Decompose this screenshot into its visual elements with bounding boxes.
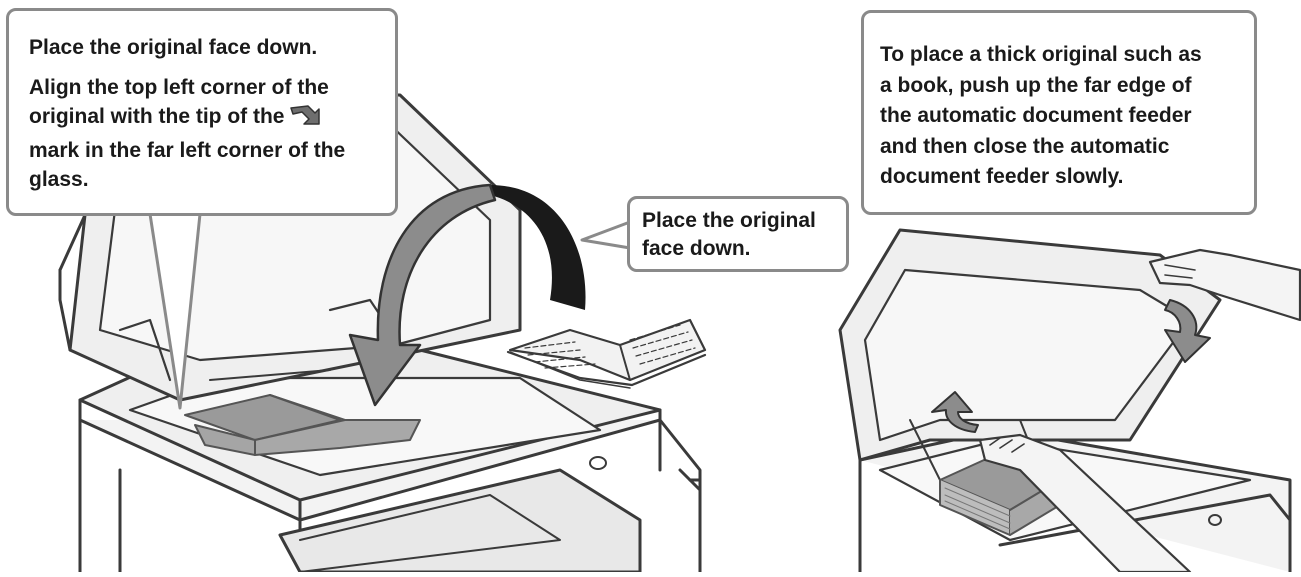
- alignment-arrow-icon: [288, 103, 322, 136]
- callout-tail-middle: [582, 222, 630, 248]
- callout-right-line-4: and then close the automatic: [880, 132, 1244, 163]
- callout-mid-line-1: Place the original: [642, 207, 838, 235]
- callout-right-line-5: document feeder slowly.: [880, 162, 1244, 193]
- callout-left-line-5: glass.: [29, 165, 377, 195]
- callout-face-down: Place the original face down.: [627, 196, 849, 272]
- callout-left-line-4: mark in the far left corner of the: [29, 136, 377, 166]
- callout-right-line-3: the automatic document feeder: [880, 101, 1244, 132]
- callout-left-line-1: Place the original face down.: [29, 33, 377, 63]
- callout-placement-instructions: Place the original face down. Align the …: [6, 8, 398, 216]
- callout-left-line-2: Align the top left corner of the: [29, 73, 377, 103]
- callout-thick-original: To place a thick original such as a book…: [861, 10, 1257, 215]
- callout-right-line-2: a book, push up the far edge of: [880, 71, 1244, 102]
- open-book-original: [508, 320, 705, 388]
- callout-left-line-3: original with the tip of the: [29, 105, 284, 128]
- callout-right-line-1: To place a thick original such as: [880, 40, 1244, 71]
- callout-mid-line-2: face down.: [642, 235, 838, 263]
